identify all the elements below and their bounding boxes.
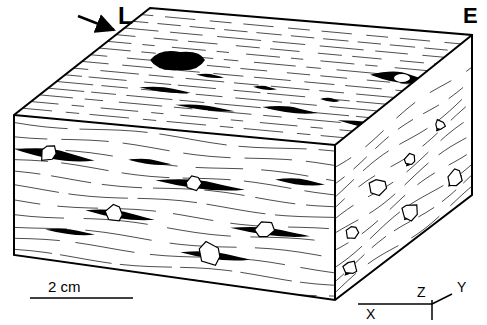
block-edge (334, 145, 336, 300)
dark-lens (128, 157, 172, 166)
axis-label: Z (417, 285, 426, 299)
clast (394, 74, 410, 82)
dark-lens (337, 116, 427, 139)
side-foliation (330, 56, 486, 320)
dark-lens (175, 102, 235, 113)
dark-lens (150, 51, 205, 70)
block-face (14, 115, 335, 300)
dark-lens (155, 176, 245, 194)
clast (402, 205, 417, 221)
block-edge (14, 35, 472, 145)
clast (343, 261, 357, 273)
dark-lens (320, 97, 340, 103)
clast (105, 205, 122, 221)
clast (199, 242, 220, 266)
dark-lens (253, 85, 277, 91)
axis-label: X (366, 307, 375, 321)
dark-lens (45, 227, 95, 237)
clast (390, 128, 400, 134)
dark-lens (275, 176, 325, 187)
clast (369, 180, 386, 196)
scale-label: 2 cm (48, 279, 81, 294)
lineation-arrow (78, 16, 114, 30)
axis-symbol (358, 294, 452, 320)
lineation-label: L (118, 4, 133, 28)
dark-lens (262, 104, 318, 116)
foliation-label: E (463, 5, 478, 27)
dark-lens (139, 85, 191, 95)
dark-lens (15, 144, 96, 165)
clast (186, 176, 201, 191)
clast (404, 154, 414, 165)
axis-label: Y (457, 280, 466, 294)
scale-bar (30, 297, 133, 299)
clast (436, 120, 446, 130)
top-foliation (13, 14, 487, 152)
dark-lens (196, 73, 224, 80)
block-outline (14, 8, 472, 300)
clast (42, 146, 56, 160)
dark-lens (370, 69, 431, 86)
front-foliation (0, 120, 345, 322)
clast (346, 227, 358, 239)
clast (255, 222, 275, 237)
clast (448, 169, 462, 186)
